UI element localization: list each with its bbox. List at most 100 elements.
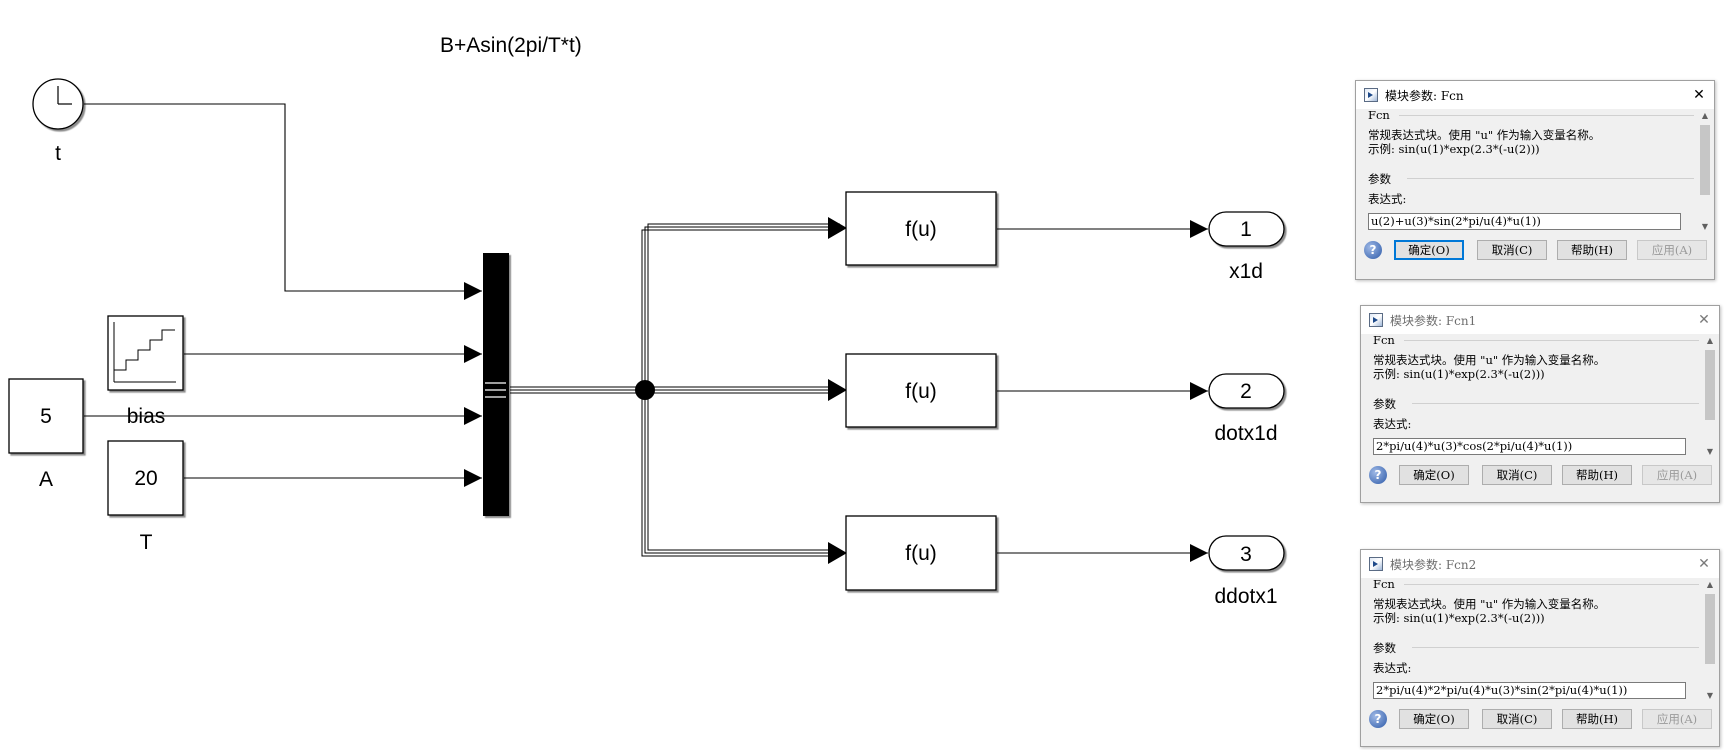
cancel-button[interactable]: 取消(C): [1477, 240, 1547, 260]
dialog-fcn[interactable]: 模块参数: Fcn ✕ Fcn 常规表达式块。使用 "u" 作为输入变量名称。 …: [1355, 80, 1715, 280]
dialog-button-bar: ? 确定(O) 取消(C) 帮助(H) 应用(A): [1361, 461, 1719, 491]
group-title: Fcn: [1373, 578, 1395, 591]
scroll-up-icon[interactable]: ▲: [1706, 580, 1714, 589]
close-icon[interactable]: ✕: [1698, 556, 1710, 572]
dialog-button-bar: ? 确定(O) 取消(C) 帮助(H) 应用(A): [1361, 705, 1719, 735]
signal-line-t[interactable]: [84, 103, 482, 300]
vertical-scrollbar[interactable]: ▲ ▼: [1702, 578, 1718, 703]
expression-label: 表达式:: [1373, 661, 1412, 675]
outport-1[interactable]: 1 x1d: [1208, 211, 1285, 283]
description: 常规表达式块。使用 "u" 作为输入变量名称。 示例: sin(u(1)*exp…: [1373, 353, 1605, 381]
scroll-thumb[interactable]: [1705, 594, 1715, 664]
help-button[interactable]: 帮助(H): [1562, 465, 1632, 485]
mux-output-port-icon: [485, 382, 506, 398]
close-icon[interactable]: ✕: [1693, 87, 1705, 103]
apply-button[interactable]: 应用(A): [1637, 240, 1707, 260]
help-question-icon[interactable]: ?: [1369, 710, 1387, 728]
description-line-2: 示例: sin(u(1)*exp(2.3*(-u(2))): [1373, 611, 1545, 625]
fcn-block-text: f(u): [905, 218, 937, 241]
bus-lines[interactable]: [510, 223, 840, 557]
description: 常规表达式块。使用 "u" 作为输入变量名称。 示例: sin(u(1)*exp…: [1368, 128, 1600, 156]
ok-button[interactable]: 确定(O): [1399, 709, 1469, 729]
scroll-up-icon[interactable]: ▲: [1706, 336, 1714, 345]
model-annotation[interactable]: B+Asin(2pi/T*t): [440, 34, 582, 57]
dialog-content: Fcn 常规表达式块。使用 "u" 作为输入变量名称。 示例: sin(u(1)…: [1362, 334, 1701, 459]
vertical-scrollbar[interactable]: ▲ ▼: [1697, 109, 1713, 234]
outport-1-label: x1d: [1229, 260, 1263, 283]
scroll-down-icon[interactable]: ▼: [1701, 222, 1709, 231]
fcn2-block[interactable]: f(u): [845, 515, 997, 591]
dialog-title: 模块参数: Fcn2: [1390, 558, 1477, 572]
dialog-title-bar[interactable]: 模块参数: Fcn2 ✕: [1361, 550, 1719, 578]
constant-t-block[interactable]: 20 T: [107, 440, 184, 554]
fcn-block[interactable]: f(u): [845, 191, 997, 266]
expression-input[interactable]: u(2)+u(3)*sin(2*pi/u(4)*u(1)): [1368, 213, 1681, 230]
help-button[interactable]: 帮助(H): [1562, 709, 1632, 729]
outport-3-label: ddotx1: [1214, 585, 1277, 608]
ok-button[interactable]: 确定(O): [1399, 465, 1469, 485]
bus-arrowheads: [828, 217, 847, 564]
constant-a-block[interactable]: 5 A: [8, 378, 84, 491]
simulink-block-icon: [1369, 313, 1383, 327]
outport-2-number: 2: [1240, 380, 1252, 403]
constant-t-label: T: [140, 531, 153, 554]
simulink-block-icon: [1364, 88, 1378, 102]
close-icon[interactable]: ✕: [1698, 312, 1710, 328]
output-signal-lines: [997, 220, 1208, 562]
bias-block[interactable]: bias: [107, 315, 184, 428]
constant-a-label: A: [39, 468, 53, 491]
dialog-fcn2[interactable]: 模块参数: Fcn2 ✕ Fcn 常规表达式块。使用 "u" 作为输入变量名称。…: [1360, 549, 1720, 747]
description-line-1: 常规表达式块。使用 "u" 作为输入变量名称。: [1368, 128, 1601, 142]
outport-3-number: 3: [1240, 543, 1252, 566]
dialog-title: 模块参数: Fcn: [1385, 89, 1464, 103]
group-divider: [1404, 340, 1699, 341]
description-line-1: 常规表达式块。使用 "u" 作为输入变量名称。: [1373, 597, 1606, 611]
group-divider: [1404, 584, 1699, 585]
outport-2[interactable]: 2 dotx1d: [1208, 373, 1285, 445]
help-question-icon[interactable]: ?: [1364, 241, 1382, 259]
expression-input[interactable]: 2*pi/u(4)*2*pi/u(4)*u(3)*sin(2*pi/u(4)*u…: [1373, 682, 1686, 699]
clock-label: t: [55, 142, 61, 165]
input-signal-lines: [84, 103, 482, 487]
constant-t-value: 20: [134, 467, 157, 490]
cancel-button[interactable]: 取消(C): [1482, 465, 1552, 485]
scroll-down-icon[interactable]: ▼: [1706, 447, 1714, 456]
params-divider: [1407, 178, 1694, 179]
description-line-1: 常规表达式块。使用 "u" 作为输入变量名称。: [1373, 353, 1606, 367]
help-button[interactable]: 帮助(H): [1557, 240, 1627, 260]
group-divider: [1399, 115, 1694, 116]
expression-label: 表达式:: [1368, 192, 1407, 206]
dialog-title-bar[interactable]: 模块参数: Fcn ✕: [1356, 81, 1714, 109]
description-line-2: 示例: sin(u(1)*exp(2.3*(-u(2))): [1368, 142, 1540, 156]
outport-2-label: dotx1d: [1214, 422, 1277, 445]
apply-button[interactable]: 应用(A): [1642, 465, 1712, 485]
outport-1-number: 1: [1240, 218, 1252, 241]
clock-icon: [57, 86, 72, 105]
apply-button[interactable]: 应用(A): [1642, 709, 1712, 729]
expression-label: 表达式:: [1373, 417, 1412, 431]
ok-button[interactable]: 确定(O): [1394, 240, 1464, 260]
help-question-icon[interactable]: ?: [1369, 466, 1387, 484]
group-title: Fcn: [1368, 109, 1390, 122]
dialog-fcn1[interactable]: 模块参数: Fcn1 ✕ Fcn 常规表达式块。使用 "u" 作为输入变量名称。…: [1360, 305, 1720, 503]
scroll-down-icon[interactable]: ▼: [1706, 691, 1714, 700]
dialog-title-bar[interactable]: 模块参数: Fcn1 ✕: [1361, 306, 1719, 334]
params-title: 参数: [1373, 641, 1396, 655]
staircase-icon: [113, 322, 176, 383]
params-divider: [1412, 647, 1699, 648]
vertical-scrollbar[interactable]: ▲ ▼: [1702, 334, 1718, 459]
expression-input[interactable]: 2*pi/u(4)*u(3)*cos(2*pi/u(4)*u(1)): [1373, 438, 1686, 455]
params-title: 参数: [1373, 397, 1396, 411]
outport-3[interactable]: 3 ddotx1: [1208, 535, 1285, 608]
fcn2-block-text: f(u): [905, 542, 937, 565]
clock-block[interactable]: t: [32, 78, 84, 165]
scroll-thumb[interactable]: [1700, 125, 1710, 195]
constant-a-value: 5: [40, 405, 52, 428]
fcn1-block[interactable]: f(u): [845, 353, 997, 428]
cancel-button[interactable]: 取消(C): [1482, 709, 1552, 729]
scroll-up-icon[interactable]: ▲: [1701, 111, 1709, 120]
mux-block[interactable]: [483, 253, 509, 516]
simulink-block-icon: [1369, 557, 1383, 571]
scroll-thumb[interactable]: [1705, 350, 1715, 420]
